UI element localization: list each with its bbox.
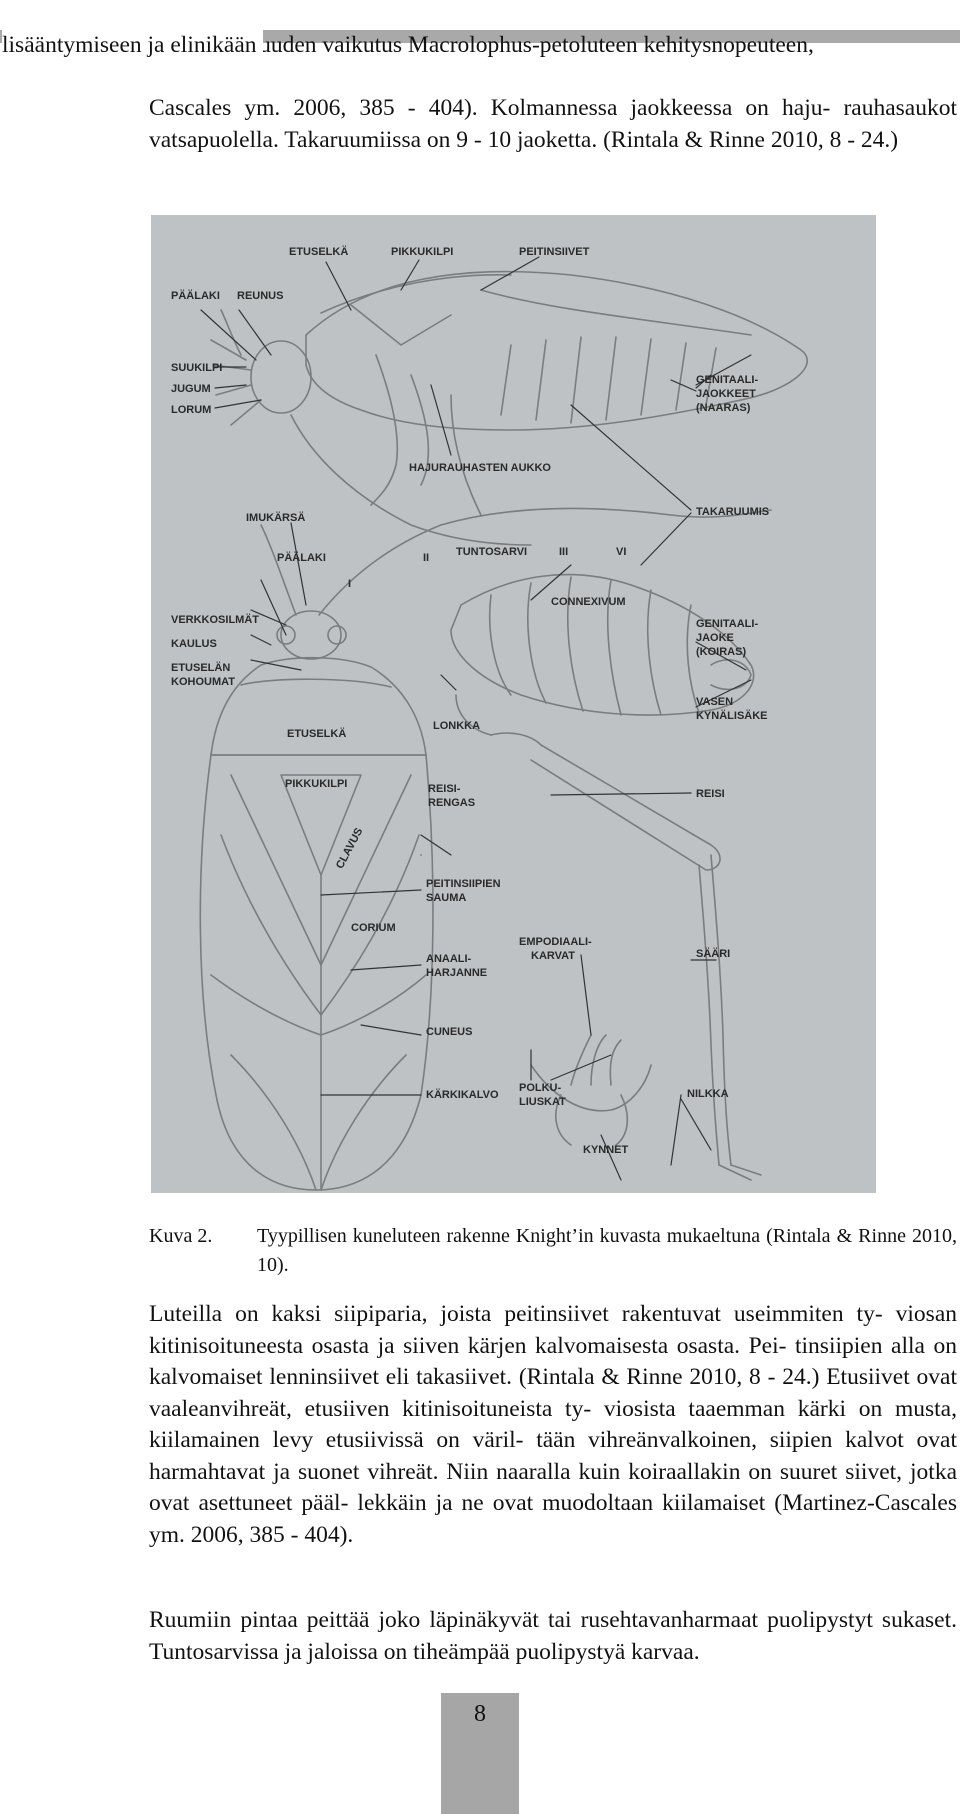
label-vasen-1: VASEN	[696, 696, 733, 708]
paragraph-1: Cascales ym. 2006, 385 - 404). Kolmannes…	[149, 95, 957, 153]
label-polku-1: POLKU-	[519, 1082, 562, 1094]
label-paalaki-bottom: PÄÄLAKI	[277, 551, 326, 564]
label-karkikalvo: KÄRKIKALVO	[426, 1088, 499, 1101]
label-kynnet: KYNNET	[583, 1144, 629, 1156]
label-lorum: LORUM	[171, 404, 211, 416]
label-genitaalijaokkeet-3: (NAARAS)	[696, 402, 751, 414]
label-genitaalijaoke-1: GENITAALI-	[696, 618, 758, 630]
label-vasen-2: KYNÄLISÄKE	[696, 709, 768, 722]
label-i: I	[348, 578, 351, 590]
label-corium: CORIUM	[351, 922, 396, 934]
label-anaali-1: ANAALI-	[426, 953, 472, 965]
label-etuselan-1: ETUSELÄN	[171, 661, 230, 674]
label-genitaalijaoke-2: JAOKE	[696, 632, 734, 644]
label-peitinsiipien-1: PEITINSIIPIEN	[426, 878, 501, 890]
label-saari: SÄÄRI	[696, 947, 730, 960]
label-etuselka-top: ETUSELKÄ	[289, 245, 348, 258]
label-empodiaali-2: KARVAT	[531, 950, 575, 962]
label-vi: VI	[616, 546, 626, 558]
page-number-box: 8	[441, 1693, 519, 1814]
label-genitaalijaoke-3: (KOIRAS)	[696, 646, 746, 658]
label-pikkukilpi-bottom: PIKKUKILPI	[285, 778, 347, 790]
label-peitinsiipien-2: SAUMA	[426, 892, 466, 904]
label-verkkosilmat: VERKKOSILMÄT	[171, 613, 259, 626]
caption-text: Tyypillisen kuneluteen rakenne Knight’in…	[257, 1225, 957, 1276]
top-view-head	[280, 610, 342, 660]
paragraph-3: Ruumiin pintaa peittää joko läpinäkyvät …	[149, 1607, 957, 1665]
label-suukilpi: SUUKILPI	[171, 362, 222, 374]
label-connexivum: CONNEXIVUM	[551, 596, 626, 608]
top-view-pronotum	[210, 656, 427, 756]
insect-anatomy-drawing: ETUSELKÄ PIKKUKILPI PEITINSIIVET PÄÄLAKI…	[171, 245, 808, 1191]
label-iii: III	[559, 546, 568, 558]
label-ii: II	[423, 552, 429, 564]
side-view-head	[250, 340, 312, 414]
insect-anatomy-figure: ETUSELKÄ PIKKUKILPI PEITINSIIVET PÄÄLAKI…	[151, 215, 876, 1193]
label-paalaki-top: PÄÄLAKI	[171, 289, 220, 302]
label-hajurauhasten-aukko: HAJURAUHASTEN AUKKO	[409, 462, 551, 474]
label-imukarsa: IMUKÄRSÄ	[246, 511, 305, 524]
running-header: Valonlaadun ja päivänpituuden vaikutus M…	[0, 0, 960, 60]
label-tuntosarvi: TUNTOSARVI	[456, 546, 527, 558]
label-polku-2: LIUSKAT	[519, 1096, 566, 1108]
label-lonkka: LONKKA	[433, 720, 480, 732]
label-pikkukilpi-top: PIKKUKILPI	[391, 246, 453, 258]
label-genitaalijaokkeet-2: JAOKKEET	[696, 388, 756, 400]
label-cuneus: CUNEUS	[426, 1026, 472, 1038]
label-empodiaali-1: EMPODIAALI-	[519, 936, 592, 948]
top-view-wings	[199, 754, 434, 1191]
label-nilkka: NILKKA	[687, 1088, 729, 1100]
claw-detail	[530, 1064, 652, 1112]
label-kaulus: KAULUS	[171, 638, 217, 650]
leg-femur	[490, 732, 721, 871]
abdomen	[450, 573, 755, 716]
paragraph-2: Luteilla on kaksi siipiparia, joista pei…	[149, 1301, 957, 1548]
header-title-line2: lisääntymiseen ja elinikään	[2, 30, 263, 60]
label-takaruumis: TAKARUUMIS	[696, 506, 769, 518]
page-number: 8	[474, 1701, 486, 1727]
label-anaali-2: HARJANNE	[426, 967, 487, 979]
label-reisi-1: REISI-	[428, 783, 461, 795]
side-view-body	[305, 270, 808, 431]
header-title: Valonlaadun ja päivänpituuden vaikutus M…	[2, 0, 952, 120]
label-etuselka-bottom: ETUSELKÄ	[287, 727, 346, 740]
label-jugum: JUGUM	[171, 383, 211, 395]
leg-tibia	[710, 854, 732, 1166]
label-etuselan-2: KOHOUMAT	[171, 676, 235, 688]
label-reisi: REISI	[696, 788, 725, 800]
label-reisi-2: RENGAS	[428, 797, 475, 809]
label-peitinsiivet: PEITINSIIVET	[519, 246, 590, 258]
caption-number: Kuva 2.	[149, 1225, 213, 1247]
label-genitaalijaokkeet-1: GENITAALI-	[696, 374, 758, 386]
label-reunus: REUNUS	[237, 290, 283, 302]
